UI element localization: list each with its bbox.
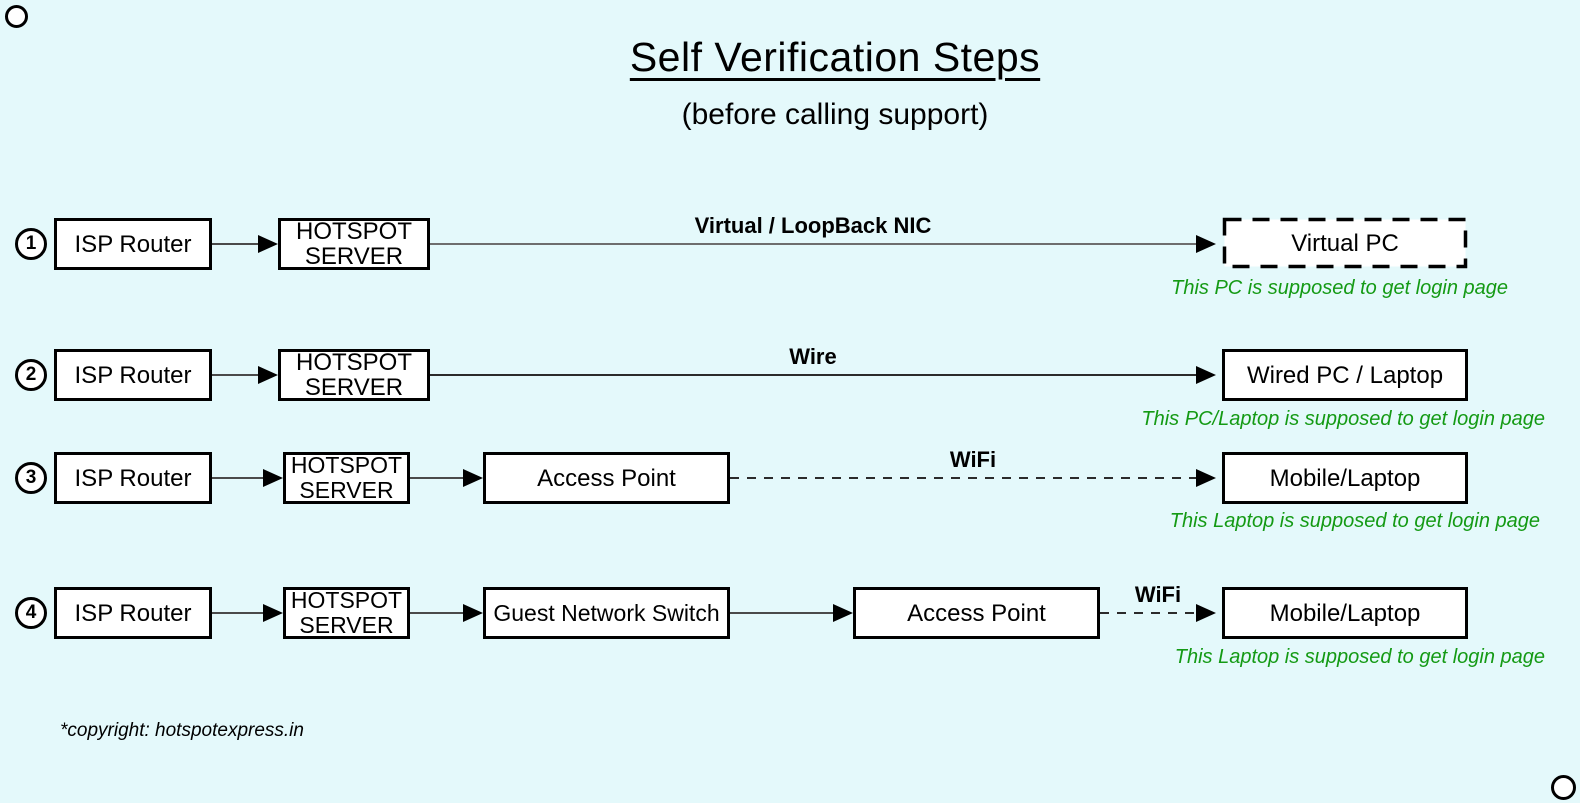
connector-line xyxy=(410,477,463,479)
isp-router-label: ISP Router xyxy=(74,464,192,492)
connector-line xyxy=(212,477,263,479)
arrowhead-icon xyxy=(1196,604,1216,622)
isp-router-label: ISP Router xyxy=(74,599,192,627)
connector-line xyxy=(430,374,1196,376)
arrowhead-icon xyxy=(463,604,483,622)
connector-line xyxy=(212,243,260,245)
connector-line xyxy=(212,612,263,614)
arrowhead-icon xyxy=(1196,235,1216,253)
isp-router-label: ISP Router xyxy=(74,230,192,258)
login-page-note: This PC is supposed to get login page xyxy=(1171,277,1508,299)
arrowhead-icon xyxy=(463,469,483,487)
mobile-laptop-label: Mobile/Laptop xyxy=(1269,464,1421,492)
dashed-border xyxy=(1222,217,1468,269)
isp-router-box: ISP Router xyxy=(54,452,212,504)
step-3-badge: 3 xyxy=(15,462,47,494)
link-label-wifi: WiFi xyxy=(1134,582,1182,607)
isp-router-box: ISP Router xyxy=(54,218,212,270)
step-1-badge: 1 xyxy=(15,228,47,260)
access-point-box: Access Point xyxy=(853,587,1100,639)
title-block: Self Verification Steps (before calling … xyxy=(90,34,1580,132)
arrowhead-icon xyxy=(833,604,853,622)
hotspot-server-box: HOTSPOT SERVER xyxy=(278,349,430,401)
page-subtitle: (before calling support) xyxy=(681,98,989,131)
hotspot-server-box: HOTSPOT SERVER xyxy=(283,587,410,639)
corner-circle-bottom-right xyxy=(1551,775,1576,800)
arrowhead-icon xyxy=(263,469,283,487)
arrowhead-icon xyxy=(258,366,278,384)
arrowhead-icon xyxy=(263,604,283,622)
access-point-box: Access Point xyxy=(483,452,730,504)
virtual-pc-box: Virtual PC xyxy=(1222,217,1468,269)
isp-router-box: ISP Router xyxy=(54,587,212,639)
isp-router-label: ISP Router xyxy=(74,361,192,389)
access-point-label: Access Point xyxy=(537,464,676,492)
wifi-dashed-line xyxy=(730,477,1196,479)
login-page-note: This PC/Laptop is supposed to get login … xyxy=(1141,408,1545,430)
arrowhead-icon xyxy=(1196,366,1216,384)
step-2-badge: 2 xyxy=(15,359,47,391)
hotspot-server-box: HOTSPOT SERVER xyxy=(283,452,410,504)
hotspot-server-label: HOTSPOT SERVER xyxy=(295,349,412,401)
virtual-pc-label: Virtual PC xyxy=(1291,229,1399,257)
arrowhead-icon xyxy=(1196,469,1216,487)
mobile-laptop-label: Mobile/Laptop xyxy=(1269,599,1421,627)
connector-line xyxy=(212,374,260,376)
guest-network-switch-label: Guest Network Switch xyxy=(493,599,720,626)
step-4-badge: 4 xyxy=(15,597,47,629)
link-label-wifi: WiFi xyxy=(949,447,997,472)
access-point-label: Access Point xyxy=(907,599,1046,627)
login-page-note: This Laptop is supposed to get login pag… xyxy=(1174,646,1545,668)
page-title: Self Verification Steps xyxy=(629,34,1041,80)
login-page-note: This Laptop is supposed to get login pag… xyxy=(1169,510,1540,532)
wired-pc-laptop-label: Wired PC / Laptop xyxy=(1246,361,1444,389)
hotspot-server-label: HOTSPOT SERVER xyxy=(290,587,403,638)
isp-router-box: ISP Router xyxy=(54,349,212,401)
link-label-wire: Wire xyxy=(789,344,837,369)
wifi-dashed-line xyxy=(1100,612,1196,614)
link-label-virtual-loopback: Virtual / LoopBack NIC xyxy=(694,213,932,238)
copyright-text: *copyright: hotspotexpress.in xyxy=(60,720,304,741)
mobile-laptop-box: Mobile/Laptop xyxy=(1222,452,1468,504)
hotspot-server-label: HOTSPOT SERVER xyxy=(295,218,412,270)
connector-line xyxy=(430,243,1196,245)
hotspot-server-label: HOTSPOT SERVER xyxy=(290,452,403,503)
hotspot-server-box: HOTSPOT SERVER xyxy=(278,218,430,270)
connector-line xyxy=(410,612,463,614)
guest-network-switch-box: Guest Network Switch xyxy=(483,587,730,639)
corner-circle-top-left xyxy=(5,5,28,28)
wired-pc-laptop-box: Wired PC / Laptop xyxy=(1222,349,1468,401)
connector-line xyxy=(730,612,833,614)
mobile-laptop-box: Mobile/Laptop xyxy=(1222,587,1468,639)
arrowhead-icon xyxy=(258,235,278,253)
